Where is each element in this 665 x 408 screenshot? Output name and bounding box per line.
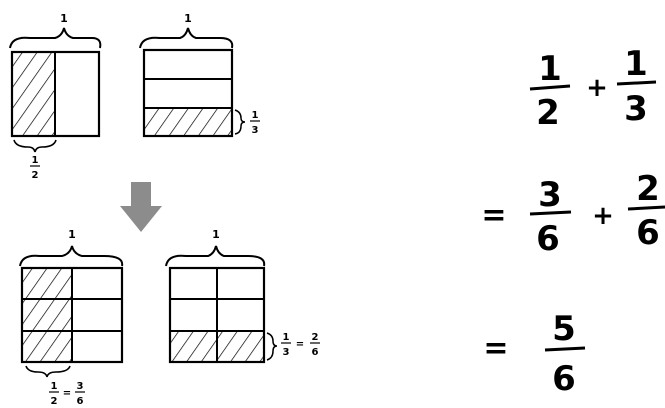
bottom-left-rhs-den: 6 — [77, 396, 84, 407]
bottom-right-side-brace — [266, 332, 278, 361]
eq1-b-bar — [616, 80, 657, 86]
eq1-a-num: 1 — [538, 49, 562, 89]
top-right-third-shaded — [144, 108, 232, 136]
eq1-op: + — [586, 73, 608, 103]
top-left-half-shaded — [12, 52, 55, 136]
top-left-brace — [9, 27, 102, 49]
equation-line-1: 1 2 + 1 3 — [529, 44, 657, 133]
top-left-bottom-brace — [13, 139, 57, 153]
top-left-fraction-num: 1 — [32, 155, 39, 166]
bottom-right-rhs-num: 2 — [312, 332, 319, 343]
eq3-bar — [544, 346, 586, 352]
top-right-brace — [139, 27, 234, 49]
eq3-den: 6 — [552, 359, 576, 399]
top-right-fraction-den: 3 — [252, 125, 259, 136]
top-right-brace-label: 1 — [184, 12, 192, 25]
top-left-brace-label: 1 — [60, 12, 68, 25]
eq2-b-num: 2 — [636, 169, 660, 209]
eq2-a-den: 6 — [536, 219, 560, 259]
equation-line-3: = 5 6 — [483, 309, 586, 399]
eq3-num: 5 — [552, 309, 576, 349]
bottom-right-brace-label: 1 — [212, 228, 220, 241]
equation-line-2: = 3 6 + 2 6 — [481, 169, 665, 259]
eq1-b-num: 1 — [624, 44, 648, 84]
bottom-right-figure: 1 1 3 = 2 6 — [165, 228, 320, 364]
top-right-box — [142, 48, 234, 138]
bottom-left-equals: = — [63, 388, 71, 399]
eq1-a-den: 2 — [536, 93, 560, 133]
bottom-right-rhs-den: 6 — [312, 347, 319, 358]
eq2-a-num: 3 — [538, 175, 562, 215]
top-left-figure: 1 1 2 — [9, 12, 102, 181]
bottom-right-lhs-den: 3 — [283, 347, 290, 358]
bottom-left-brace — [19, 245, 124, 267]
eq2-b-den: 6 — [636, 213, 660, 253]
top-right-side-brace — [234, 109, 246, 135]
bottom-right-equals: = — [296, 339, 304, 350]
bottom-right-lhs-num: 1 — [283, 332, 290, 343]
bottom-left-lhs-den: 2 — [51, 396, 58, 407]
down-arrow-icon — [120, 182, 162, 232]
eq2-equals: = — [481, 198, 506, 233]
eq3-equals: = — [483, 331, 508, 366]
bottom-left-brace-label: 1 — [68, 228, 76, 241]
bottom-left-figure: 1 1 2 = 3 6 — [19, 228, 124, 407]
eq1-a-bar — [529, 84, 571, 91]
top-right-figure: 1 1 3 — [139, 12, 260, 138]
eq2-a-bar — [529, 210, 572, 216]
eq1-b-den: 3 — [624, 89, 648, 129]
bottom-left-half-shaded — [22, 268, 72, 362]
bottom-left-bottom-brace — [25, 365, 71, 378]
bottom-right-brace — [165, 245, 266, 267]
bottom-left-rhs-num: 3 — [77, 381, 84, 392]
top-left-fraction-den: 2 — [32, 170, 39, 181]
bottom-left-lhs-num: 1 — [51, 381, 58, 392]
eq2-b-bar — [627, 205, 665, 211]
eq2-op: + — [592, 201, 614, 231]
top-right-fraction-num: 1 — [252, 110, 259, 121]
